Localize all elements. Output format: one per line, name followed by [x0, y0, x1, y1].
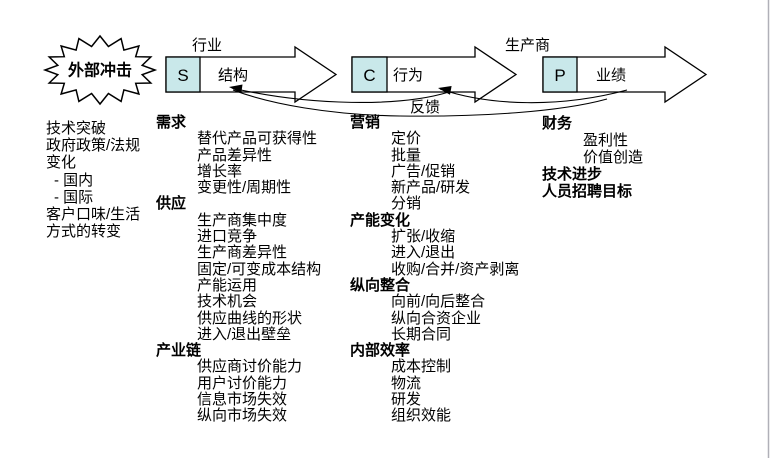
list-item: 信息市场失效	[197, 391, 288, 409]
list-item: 纵向合资企业	[391, 309, 482, 327]
list-item: 物流	[391, 374, 422, 392]
section-header: 产能变化	[350, 211, 411, 229]
c-letter: C	[363, 66, 375, 85]
list-item: 进口竞争	[197, 228, 258, 246]
shock-burst-shape	[42, 34, 158, 106]
list-item: 批量	[391, 146, 422, 164]
feedback-curve-p-to-c	[439, 88, 628, 104]
list-item: 研发	[391, 391, 422, 409]
feedback-curve-c-to-s	[231, 87, 450, 103]
list-item: 技术机会	[197, 293, 258, 311]
list-item: 纵向市场失效	[197, 407, 288, 425]
s-box	[165, 56, 201, 93]
producer-label: 生产商	[505, 37, 550, 54]
external-factor-line: 变化	[46, 154, 77, 172]
list-item: 增长率	[197, 162, 243, 180]
list-item: 收购/合并/资产剥离	[391, 260, 520, 278]
feedback-curve-p-to-s	[232, 89, 608, 117]
feedback-arrowhead-s	[229, 84, 243, 94]
list-item: 变更性/周期性	[197, 179, 292, 197]
section-header: 技术进步	[542, 166, 603, 183]
list-item: 进入/退出	[391, 244, 456, 262]
section-header: 人员招聘目标	[542, 183, 633, 200]
conduct-arrow-label: 行为	[393, 67, 423, 84]
feedback-label: 反馈	[410, 99, 440, 116]
list-item: 产品差异性	[197, 146, 273, 164]
external-factor-line: 客户口味/生活	[46, 206, 141, 224]
list-item: 生产商集中度	[197, 211, 288, 229]
performance-arrow-label: 业绩	[596, 67, 626, 84]
list-item: 产能运用	[197, 276, 258, 294]
s-letter: S	[177, 66, 188, 85]
external-shocks-list: 技术突破政府政策/法规变化- 国内- 国际客户口味/生活方式的转变	[46, 120, 140, 240]
list-item: 价值创造	[583, 149, 644, 166]
feedback-arrowhead-c	[438, 86, 452, 95]
p-box	[542, 56, 578, 93]
external-factor-line: - 国内	[54, 171, 94, 189]
list-item: 长期合同	[391, 325, 452, 343]
list-item: 新产品/研发	[391, 179, 471, 197]
list-item: 扩张/收缩	[391, 228, 456, 246]
section-header: 供应	[156, 195, 187, 213]
list-item: 替代产品可获得性	[197, 130, 318, 148]
section-header: 财务	[542, 115, 573, 132]
external-factor-line: 方式的转变	[46, 223, 122, 241]
conduct-list: 营销定价批量广告/促销新产品/研发分销产能变化扩张/收缩进入/退出收购/合并/资…	[350, 114, 520, 425]
list-item: 供应商讨价能力	[197, 358, 303, 376]
list-item: 向前/向后整合	[391, 293, 486, 311]
list-item: 供应曲线的形状	[197, 309, 303, 327]
performance-list: 财务盈利性价值创造技术进步人员招聘目标	[542, 115, 643, 200]
list-item: 分销	[391, 195, 422, 213]
industry-label: 行业	[192, 37, 222, 54]
c-box	[351, 56, 388, 93]
section-header: 产业链	[156, 342, 202, 360]
list-item: 定价	[391, 130, 422, 148]
list-item: 进入/退出壁垒	[197, 325, 292, 343]
p-letter: P	[554, 66, 565, 85]
list-item: 成本控制	[391, 358, 452, 376]
list-item: 盈利性	[583, 132, 629, 149]
section-header: 纵向整合	[350, 276, 411, 294]
list-item: 生产商差异性	[197, 244, 288, 262]
list-item: 固定/可变成本结构	[197, 260, 322, 278]
external-factor-line: 政府政策/法规	[46, 137, 141, 155]
list-item: 组织效能	[391, 407, 452, 425]
external-factor-line: - 国际	[54, 188, 94, 206]
shock-burst-label: 外部冲击	[67, 61, 132, 80]
structure-arrow-label: 结构	[218, 67, 248, 84]
list-item: 用户讨价能力	[197, 374, 288, 392]
section-header: 内部效率	[350, 342, 411, 360]
section-header: 需求	[156, 114, 187, 131]
external-factor-line: 技术突破	[46, 120, 107, 137]
section-header: 营销	[350, 114, 381, 131]
structure-determinants-list: 需求替代产品可获得性产品差异性增长率变更性/周期性供应生产商集中度进口竞争生产商…	[156, 114, 322, 425]
list-item: 广告/促销	[391, 162, 456, 180]
